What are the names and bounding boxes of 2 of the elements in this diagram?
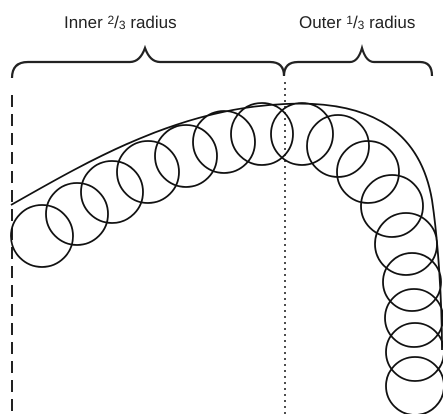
dimension-label: Outer $^{1}$/$_{3}$ radius bbox=[299, 12, 416, 34]
dimension-label: Inner $^{2}$/$_{3}$ radius bbox=[64, 12, 177, 34]
